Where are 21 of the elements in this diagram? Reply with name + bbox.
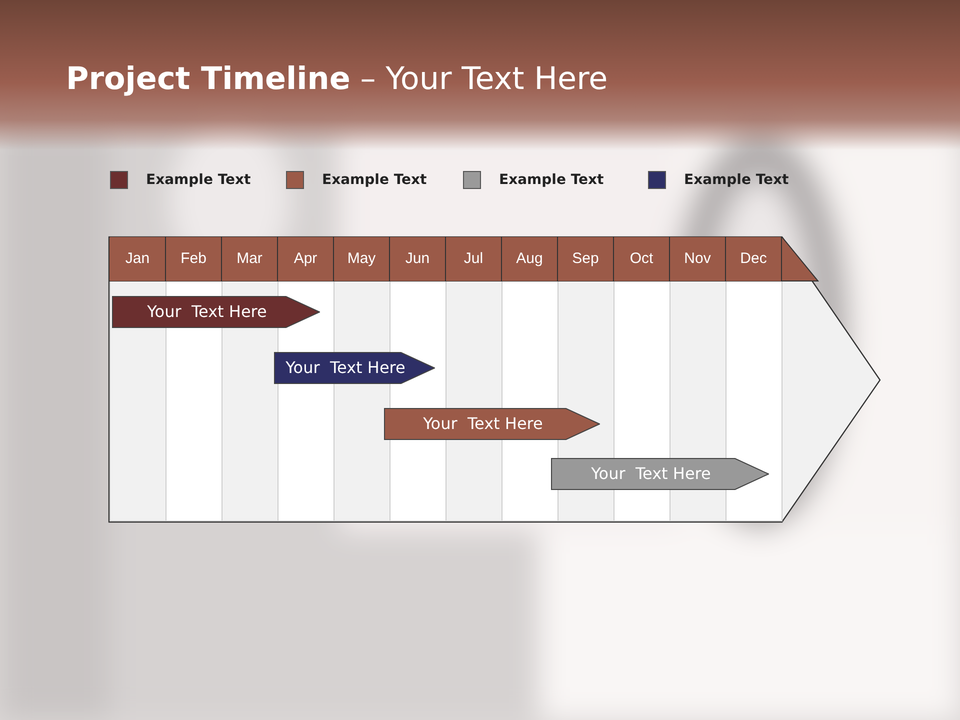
month-label: Dec — [726, 237, 782, 281]
month-label: Feb — [166, 237, 222, 281]
task-bar: Your Text Here — [551, 458, 769, 490]
month-label: Jul — [446, 237, 502, 281]
legend-label: Example Text — [499, 172, 604, 188]
month-label: Jan — [110, 237, 166, 281]
month-label: Jun — [390, 237, 446, 281]
month-label: Mar — [222, 237, 278, 281]
legend-label: Example Text — [322, 172, 427, 188]
month-label: Sep — [558, 237, 614, 281]
task-bar: Your Text Here — [274, 352, 435, 384]
month-label: Aug — [502, 237, 558, 281]
legend-label: Example Text — [146, 172, 251, 188]
task-bar: Your Text Here — [112, 296, 320, 328]
slide-title: Project Timeline – Your Text Here — [66, 61, 608, 97]
task-bar: Your Text Here — [384, 408, 600, 440]
month-label: Oct — [614, 237, 670, 281]
month-label: Apr — [278, 237, 334, 281]
month-label: Nov — [670, 237, 726, 281]
month-label: May — [334, 237, 390, 281]
legend-label: Example Text — [684, 172, 789, 188]
